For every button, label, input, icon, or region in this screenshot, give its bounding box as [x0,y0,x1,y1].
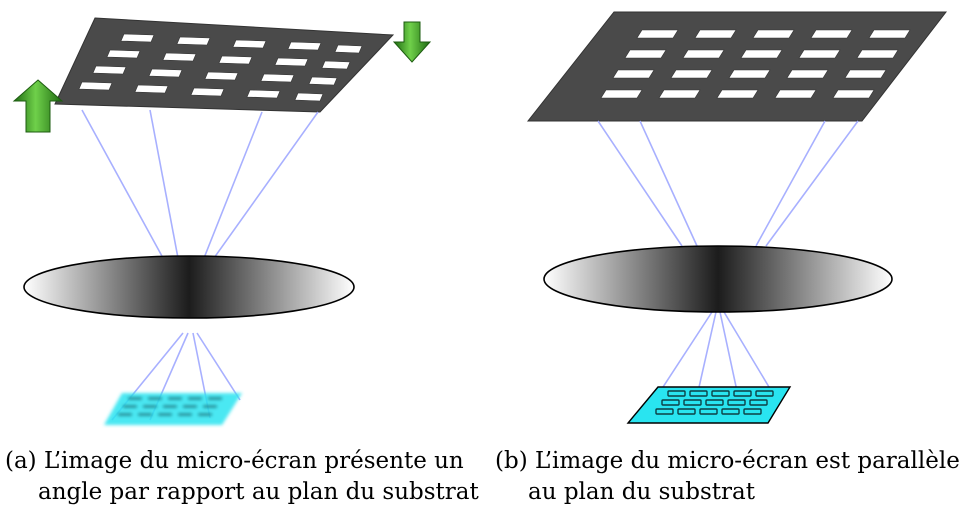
arrow-up-icon [12,79,64,133]
panel-b [526,11,948,424]
light-rays-b [597,120,859,411]
arrow-down-icon [392,21,432,63]
panel-a [12,17,432,425]
lens-b [543,245,893,313]
screen-holes-b [600,29,911,99]
caption-b-line1: (b) L’image du micro-écran est parallèle [495,448,960,474]
caption-a: (a) L’image du micro-écran présente un a… [5,446,479,508]
micro-screen-b [526,11,948,122]
caption-b-line2: au plan du substrat [528,479,755,505]
lens-a [23,255,355,319]
substrate-image-b [626,386,792,424]
micro-screen-a [54,17,395,113]
caption-b: (b) L’image du micro-écran est parallèle… [495,446,960,508]
caption-a-line1: (a) L’image du micro-écran présente un [5,448,464,474]
light-rays-a [81,109,319,421]
screen-holes-a [78,33,363,102]
caption-a-line2: angle par rapport au plan du substrat [38,479,479,505]
substrate-image-a [104,393,242,425]
